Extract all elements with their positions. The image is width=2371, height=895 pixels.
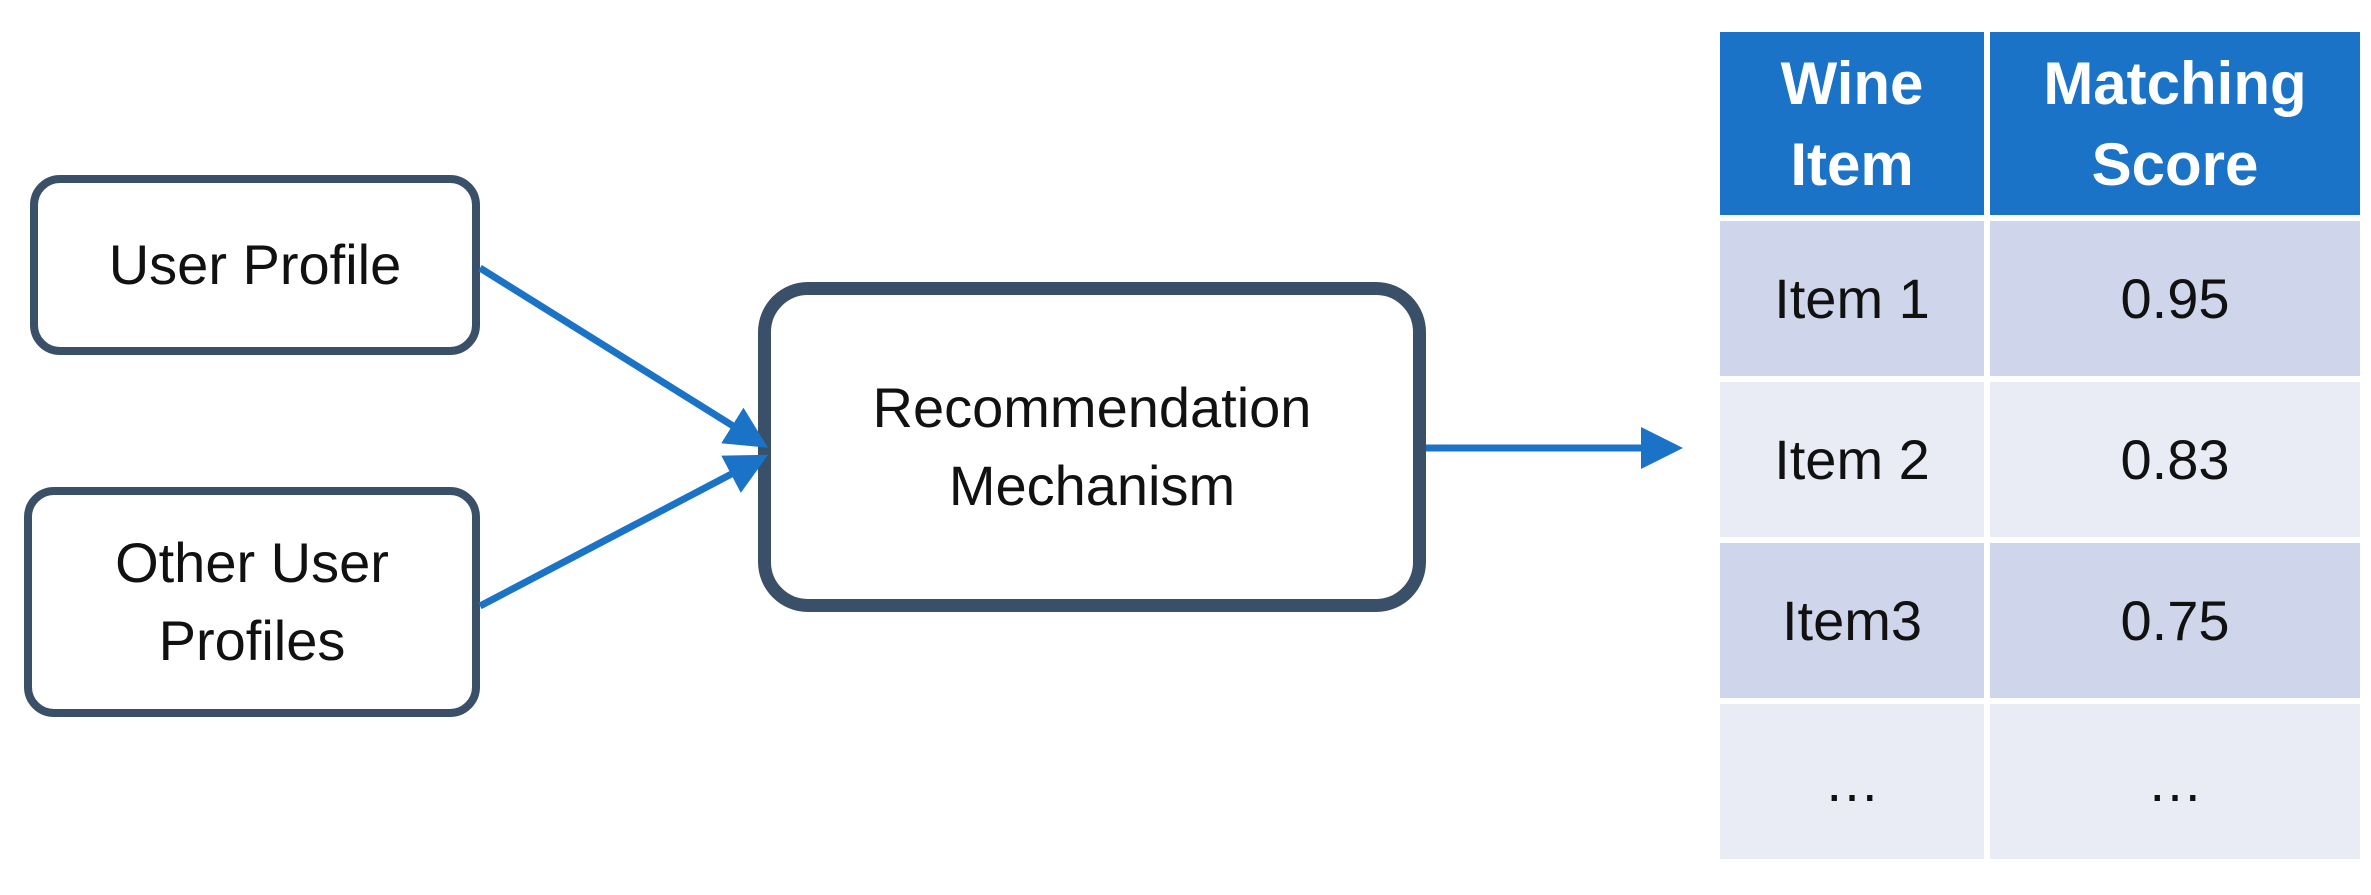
table-row: Item 1 0.95	[1720, 221, 2360, 376]
cell-score: 0.75	[1990, 543, 2360, 698]
table-row: … …	[1720, 704, 2360, 859]
user-profile-box: User Profile	[30, 175, 480, 355]
other-user-profiles-box: Other User Profiles	[24, 487, 480, 717]
cell-score: 0.95	[1990, 221, 2360, 376]
cell-item: Item 1	[1720, 221, 1984, 376]
table-row: Item3 0.75	[1720, 543, 2360, 698]
cell-item: Item 2	[1720, 382, 1984, 537]
user-profile-label: User Profile	[108, 232, 402, 296]
arrow-user-profile-to-mechanism	[478, 265, 768, 448]
cell-item: …	[1720, 704, 1984, 859]
recommendation-mechanism-label: Recommendation Mechanism	[872, 375, 1312, 517]
cell-item: Item3	[1720, 543, 1984, 698]
results-table: Wine Item Matching Score Item 1 0.95 Ite…	[1714, 26, 2366, 865]
header-wine-item: Wine Item	[1720, 32, 1984, 215]
arrow-other-profiles-to-mechanism	[478, 454, 769, 610]
table-row: Item 2 0.83	[1720, 382, 2360, 537]
header-matching-score: Matching Score	[1990, 32, 2360, 215]
cell-score: 0.83	[1990, 382, 2360, 537]
cell-score: …	[1990, 704, 2360, 859]
recommendation-mechanism-box: Recommendation Mechanism	[758, 282, 1426, 612]
other-user-profiles-label: Other User Profiles	[115, 530, 389, 672]
table-header-row: Wine Item Matching Score	[1720, 32, 2360, 215]
